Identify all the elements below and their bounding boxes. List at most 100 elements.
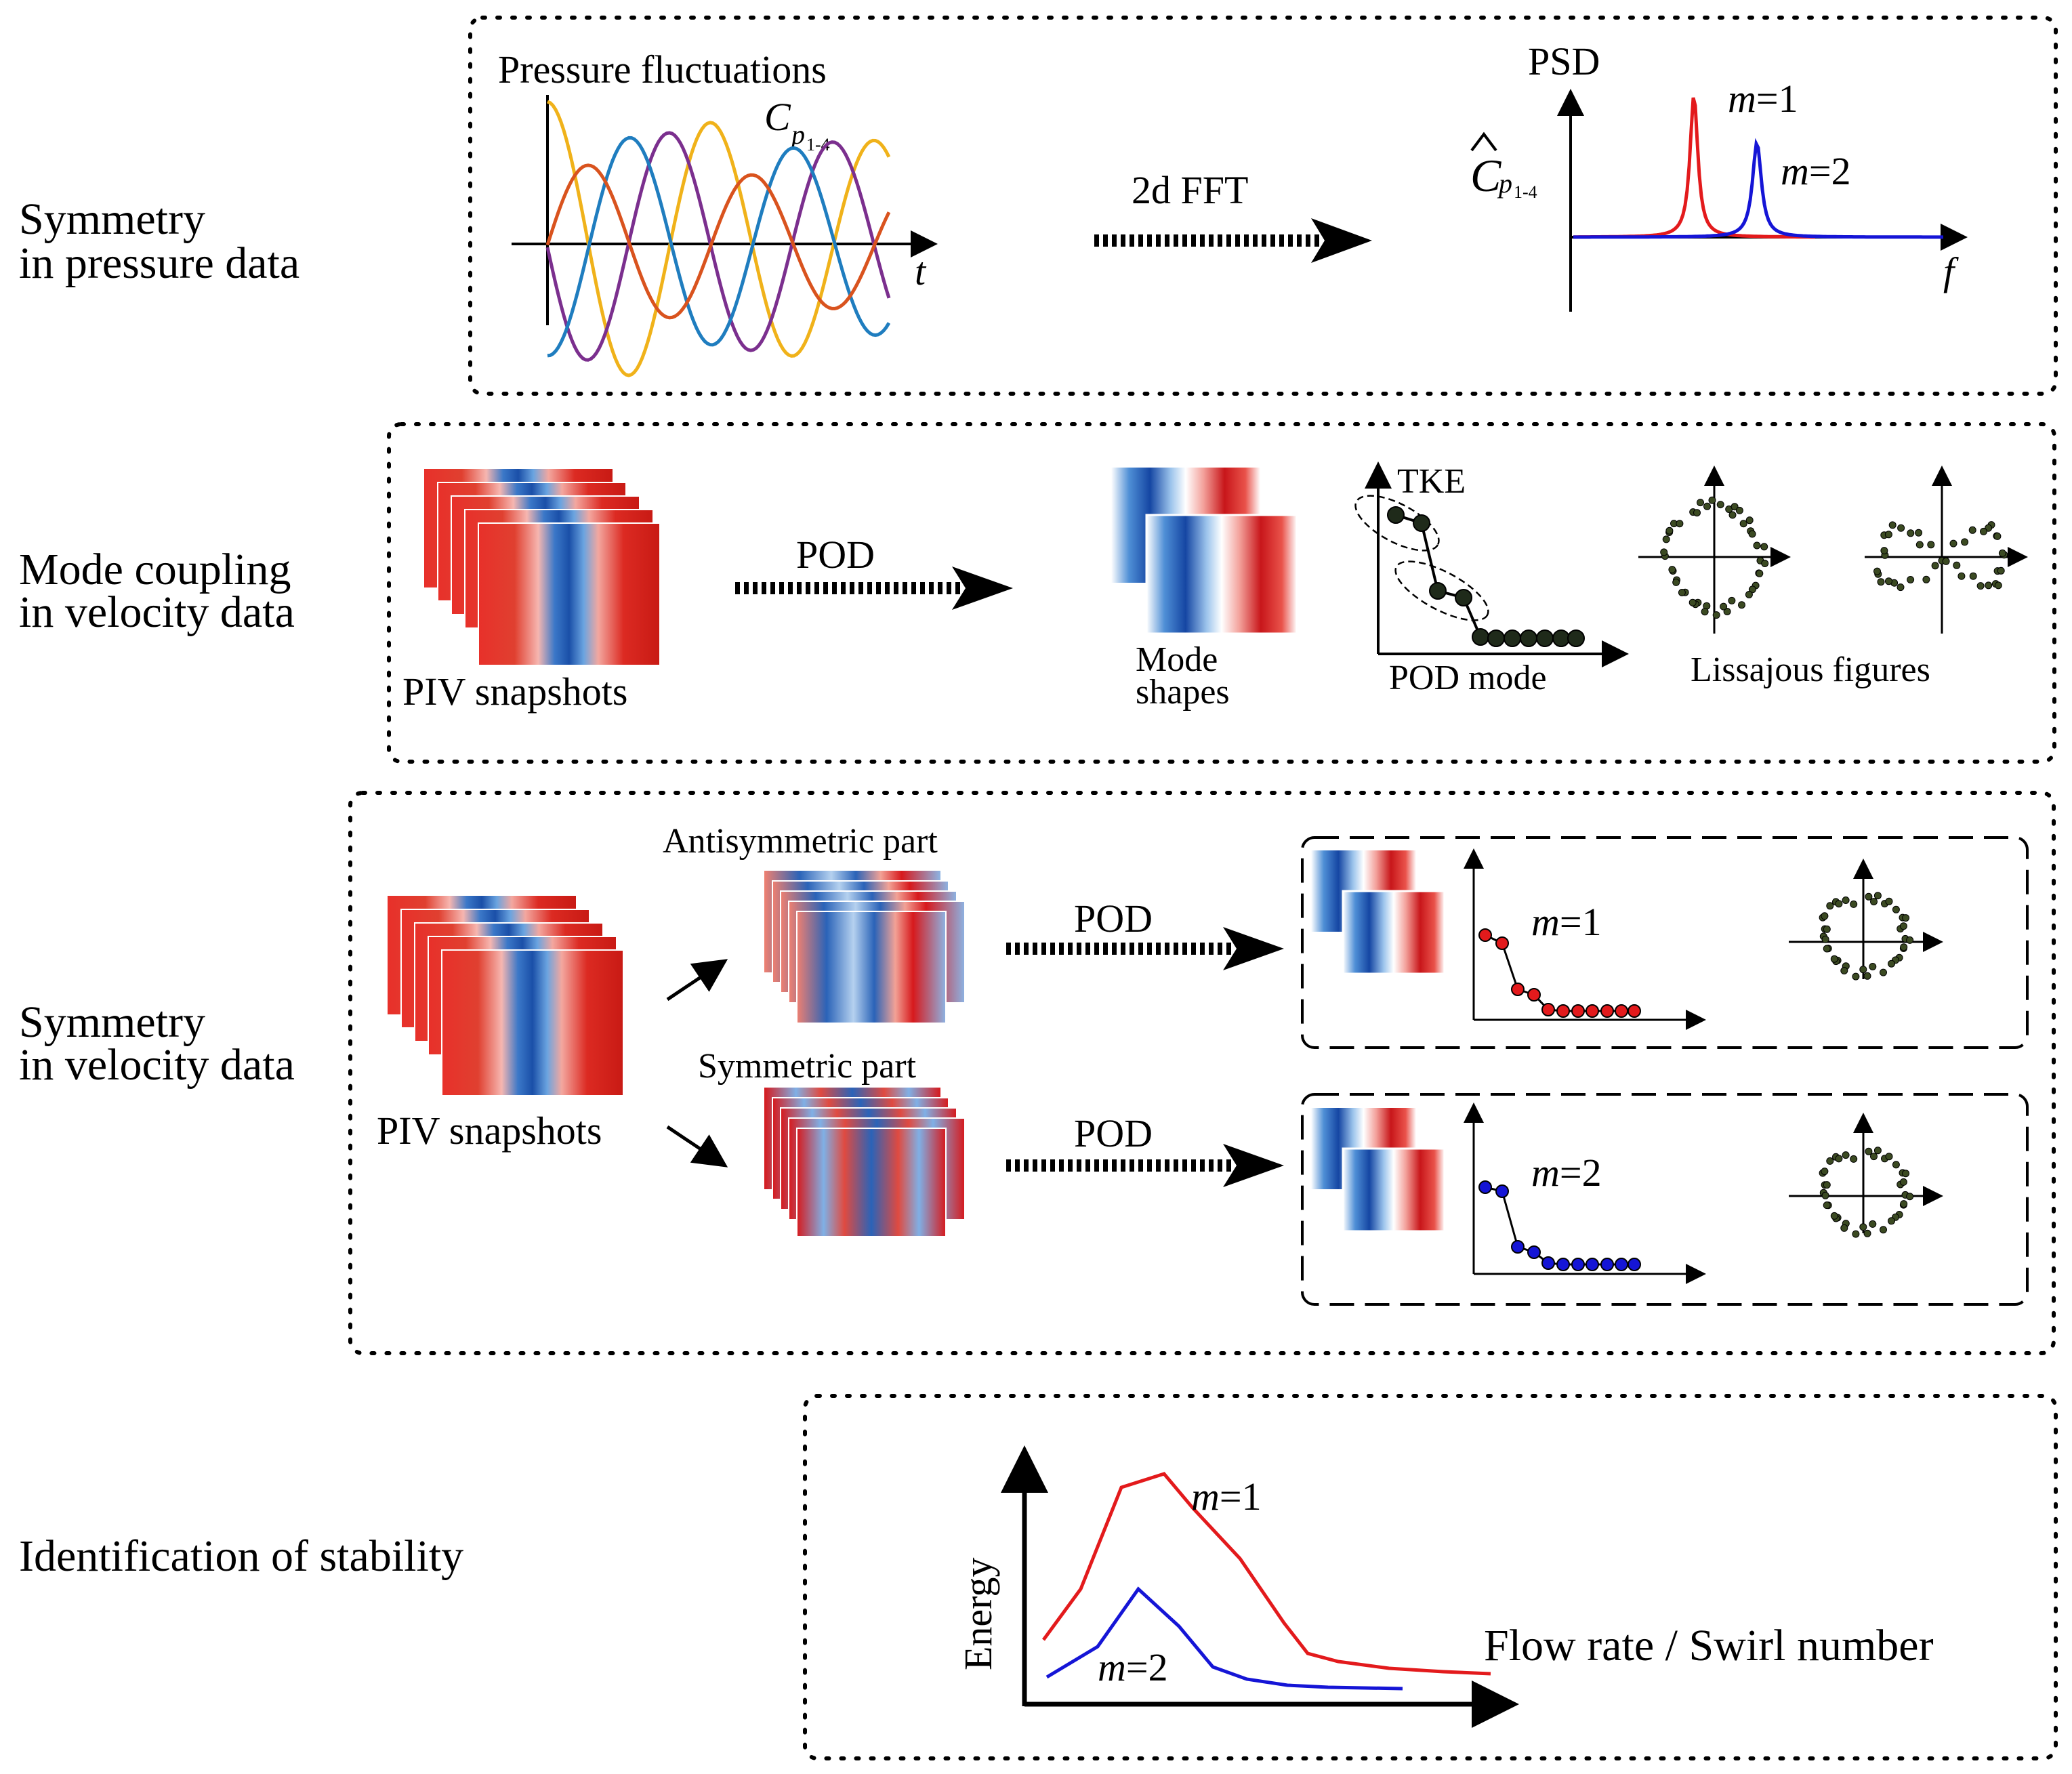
frequency-axis-label: f [1943, 249, 1959, 293]
spectrum-point [1586, 1004, 1599, 1018]
piv-snapshot-stack [424, 469, 661, 666]
tke-spectrum-line [1395, 514, 1576, 640]
lissajous-point [1869, 963, 1877, 970]
spectrum-point [1413, 514, 1430, 532]
coupling-panel: PIV snapshots POD Mode shapes TKE POD mo… [387, 422, 2056, 764]
pod-top-arrow-head [1223, 927, 1284, 970]
spectrum-hat [1470, 131, 1497, 152]
fft-arrow-head [1311, 218, 1372, 263]
time-axis-label: t [915, 249, 927, 293]
lissajous-point [1997, 566, 2005, 575]
lissajous-point [1676, 520, 1684, 528]
psd-label: PSD [1528, 39, 1600, 83]
spectrum-point [1429, 582, 1447, 600]
spectrum-point [1541, 1003, 1555, 1016]
lissajous-point [1852, 1230, 1860, 1238]
spectrum-point [1504, 630, 1521, 647]
row-label-velocity-line1: Symmetry [19, 997, 205, 1047]
lissajous-point [1931, 562, 1939, 570]
flow-rate-axis-label: Flow rate / Swirl number [1484, 1621, 1934, 1670]
signal-subscript-p: p [789, 119, 805, 150]
pressure-panel: Pressure fluctuations t C p 1-4 2d FFT P… [468, 16, 2058, 396]
lissajous-point [1949, 539, 1957, 548]
lissajous-point [1869, 1220, 1877, 1228]
row-label-stability: Identification of stability [19, 1531, 463, 1581]
lissajous-point [1826, 902, 1834, 910]
row-label-pressure-line1: Symmetry [19, 194, 205, 244]
lissajous-figure-1 [1660, 496, 1769, 619]
lissajous-point [1756, 569, 1764, 577]
lissajous-point [1865, 892, 1873, 901]
spectrum-point [1472, 628, 1489, 646]
lissajous-point [1761, 560, 1769, 567]
stability-panel-border [803, 1394, 2058, 1760]
velocity-panel-border [348, 791, 2056, 1355]
tke-pair2-ellipse [1394, 560, 1489, 621]
lissajous-point [1739, 520, 1747, 528]
spectrum-point [1455, 589, 1472, 606]
mode-shapes-line2: shapes [1136, 673, 1230, 711]
lissajous-point [1735, 506, 1743, 514]
tke-spectrum-points [1387, 506, 1585, 647]
lissajous-point [1969, 572, 1977, 580]
lissajous-point [1897, 583, 1905, 592]
spectrum-point [1552, 630, 1570, 647]
lissajous-point [1994, 581, 2002, 590]
lissajous-point [1852, 972, 1860, 981]
signal-curve-orange [547, 100, 891, 377]
lissajous-point [1885, 897, 1893, 905]
lissajous-point [1880, 1226, 1887, 1234]
lissajous-point [1915, 529, 1923, 537]
lissajous-point [1823, 1181, 1831, 1189]
lissajous-point [1888, 960, 1895, 968]
lissajous-point [1745, 591, 1753, 598]
lissajous-point [1915, 541, 1924, 549]
mode-shape-2 [1145, 514, 1298, 635]
m2-spectrum-points [1478, 1180, 1641, 1271]
sym-field-stack [764, 1088, 966, 1237]
m1-spectrum-points [1478, 928, 1641, 1018]
lissajous-point [1728, 596, 1736, 604]
split-arrow-down [666, 1125, 728, 1168]
lissajous-point [1826, 1157, 1834, 1165]
lissajous-point [1942, 557, 1950, 565]
pressure-signal-title: Pressure fluctuations [498, 47, 827, 91]
lissajous-point [1902, 914, 1910, 922]
lissajous-point [1850, 1155, 1858, 1163]
m1-mode-shape-2 [1342, 890, 1446, 975]
coupling-snapshots-label: PIV snapshots [402, 669, 627, 714]
lissajous-point [1957, 572, 1966, 580]
lissajous-point [1660, 548, 1668, 556]
row-label-velocity-line2: in velocity data [19, 1040, 295, 1090]
m2-lissajous [1819, 1147, 1914, 1238]
lissajous-point [1835, 900, 1843, 908]
lissajous-point [1840, 967, 1848, 974]
signal-curve-blue [547, 136, 891, 358]
spectrum-point [1628, 1004, 1641, 1018]
lissajous-point [1998, 549, 2006, 557]
velocity-piv-stack [388, 896, 624, 1096]
lissajous-point [1693, 509, 1701, 517]
velocity-panel: PIV snapshots Antisymmetric part Symmetr… [348, 791, 2056, 1355]
lissajous-point [1745, 516, 1754, 524]
lissajous-point [1697, 499, 1704, 507]
energy-m1-label: m=1 [1191, 1474, 1262, 1519]
velocity-snapshots-label: PIV snapshots [377, 1109, 602, 1153]
antisym-field-stack [764, 871, 966, 1024]
lissajous-point [1823, 925, 1831, 933]
lissajous-point [1840, 1224, 1848, 1232]
spectrum-point [1571, 1004, 1585, 1018]
spectrum-point [1571, 1258, 1585, 1271]
lissajous-point [1922, 575, 1930, 583]
lissajous-point [1835, 1155, 1843, 1163]
spectrum-point [1615, 1004, 1628, 1018]
row-label-coupling-line2: in velocity data [19, 587, 295, 637]
spectrum-mode1-label: m=1 [1728, 77, 1798, 121]
lissajous-point [1842, 896, 1850, 904]
energy-axis-label: Energy [956, 1558, 1000, 1670]
spectrum-point [1586, 1258, 1599, 1271]
lissajous-point [1873, 567, 1881, 575]
lissajous-point [1723, 608, 1731, 615]
spectrum-point [1520, 630, 1537, 647]
lissajous-point [1927, 541, 1935, 549]
